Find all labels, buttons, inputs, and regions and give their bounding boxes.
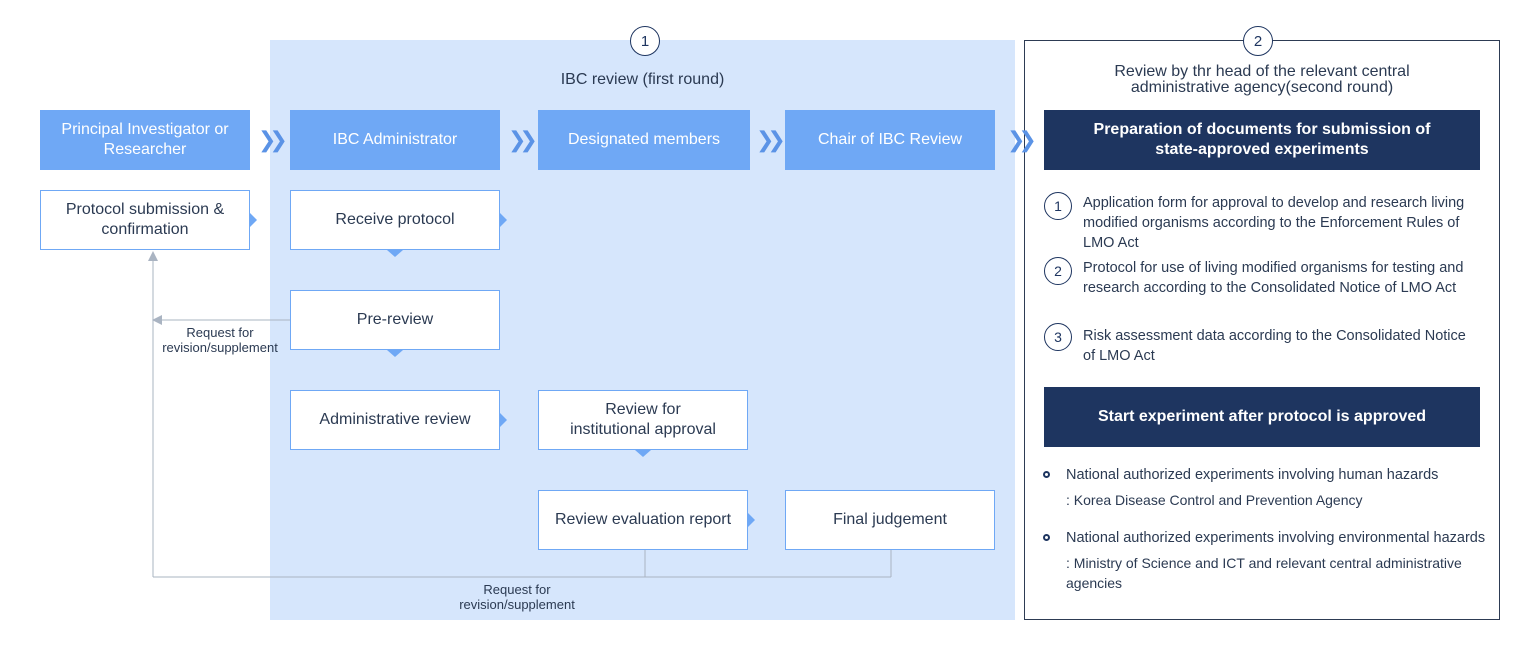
triangle-pointer-icon [500,413,507,427]
bullet-icon [1043,534,1050,541]
request-revision-note-2: Request for revision/supplement [459,582,575,612]
header-designated-members: Designated members [538,110,750,170]
triangle-pointer-icon [387,250,403,257]
document-number-1: 1 [1044,192,1072,220]
arrowhead-left-icon [152,315,162,325]
step-label: Review for institutional approval [570,401,716,438]
arrowhead-up-icon [148,251,158,261]
header-chair: Chair of IBC Review [785,110,995,170]
step-label: Final judgement [833,511,947,528]
step-administrative-review: Administrative review [290,390,507,450]
agency-name-1: : Korea Disease Control and Prevention A… [1066,492,1363,508]
document-number-3: 3 [1044,323,1072,351]
triangle-pointer-icon [500,213,507,227]
second-round-title: Review by thr head of the relevant centr… [1114,63,1410,96]
double-chevron-right-icon: ❯❯ [756,127,786,152]
preparation-documents-header: Preparation of documents for submission … [1044,110,1480,170]
double-chevron-right-icon: ❯❯ [258,127,288,152]
step-review-evaluation-report: Review evaluation report [538,490,755,550]
section-number-1: 1 [630,26,660,56]
step-protocol-submission: Protocol submission & confirmation [40,190,257,250]
step-label: Protocol submission & confirmation [65,201,225,238]
document-text-1: Application form for approval to develop… [1083,195,1465,251]
double-chevron-right-icon: ❯❯ [508,127,538,152]
step-label: Administrative review [319,411,471,428]
step-label: Review evaluation report [554,511,732,528]
triangle-pointer-icon [748,513,755,527]
step-review-institutional: Review for institutional approval [538,390,748,457]
header-ibc-administrator: IBC Administrator [290,110,500,170]
agency-name-2: : Ministry of Science and ICT and releva… [1066,555,1462,591]
triangle-pointer-icon [250,213,257,227]
header-principal-investigator: Principal Investigator or Researcher [40,110,250,170]
request-revision-note-1: Request for revision/supplement [162,325,278,355]
document-text-2: Protocol for use of living modified orga… [1083,260,1464,296]
section-number-2: 2 [1243,26,1273,56]
first-round-title: IBC review (first round) [560,71,725,88]
step-label: Receive protocol [335,211,455,228]
step-final-judgement: Final judgement [785,490,995,550]
step-pre-review: Pre-review [290,290,500,357]
bullet-icon [1043,471,1050,478]
double-chevron-right-icon: ❯❯ [1007,127,1037,152]
step-receive-protocol: Receive protocol [290,190,507,257]
document-number-2: 2 [1044,257,1072,285]
triangle-pointer-icon [635,450,651,457]
step-label: Pre-review [356,311,434,328]
document-text-3: Risk assessment data according to the Co… [1083,328,1466,364]
triangle-pointer-icon [387,350,403,357]
agency-title-1: National authorized experiments involvin… [1066,467,1439,483]
agency-title-2: National authorized experiments involvin… [1066,530,1486,546]
start-experiment-box: Start experiment after protocol is appro… [1044,387,1480,447]
